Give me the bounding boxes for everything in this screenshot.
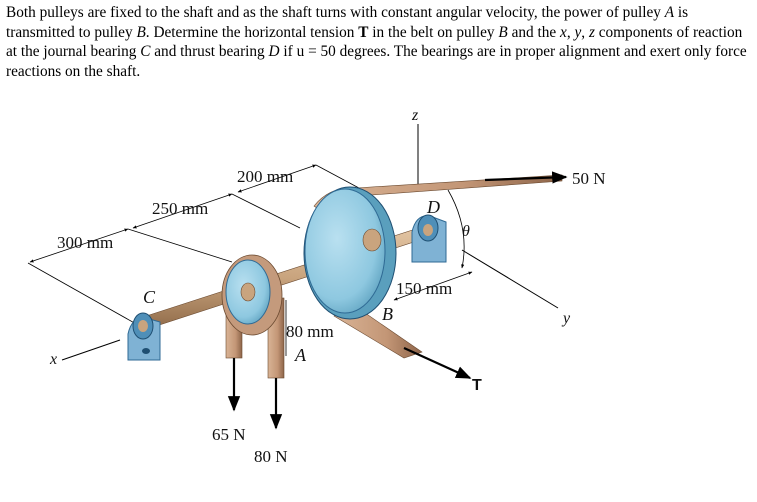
dim-250mm-label: 250 mm (152, 199, 208, 218)
x-axis-line (61, 339, 121, 361)
bearing-c-shaft-end (138, 320, 148, 332)
theta-arc (447, 189, 465, 269)
theta-label: θ (462, 223, 470, 240)
problem-text: components of reaction at the journal be… (6, 23, 743, 61)
problem-text: , (581, 23, 589, 41)
dim-line-200 (237, 164, 317, 193)
problem-pulley-b: B (136, 23, 146, 41)
axis-y-label: y (561, 310, 571, 327)
axis-z-label: z (411, 107, 419, 124)
bearing-d-label: D (426, 197, 440, 217)
ext-line (127, 228, 233, 263)
force-t-arrow (403, 346, 472, 380)
pulley-b (303, 186, 397, 320)
force-50n-arrow (484, 171, 568, 184)
problem-statement: Both pulleys are fixed to the shaft and … (6, 3, 751, 81)
axis-x-label: x (49, 351, 57, 368)
figure-labels: 300 mm 250 mm 200 mm 150 mm 80 mm 50 N 6… (49, 107, 606, 466)
dim-200mm-label: 200 mm (237, 167, 293, 186)
problem-text: . Determine the horizontal tension (145, 23, 359, 41)
problem-text: if u = 50 degrees. The bearings are in p… (6, 43, 747, 80)
force-t-label: T (472, 377, 482, 394)
pulley-b-disk (304, 188, 386, 314)
bearing-d-shaft-end (423, 224, 433, 236)
force-arrows (227, 171, 568, 430)
problem-text: and thrust bearing (150, 43, 269, 60)
pulley-a (221, 254, 285, 379)
force-65n-label: 65 N (212, 425, 246, 444)
problem-axis-x: x (560, 23, 567, 41)
bearing-d (411, 214, 447, 263)
bearing-c-bolt (142, 348, 150, 354)
axis-lines (61, 124, 559, 361)
problem-text: , (566, 23, 575, 41)
problem-axis-y: y (574, 23, 582, 41)
ext-line (231, 193, 301, 229)
problem-pulley-b: B (498, 23, 508, 41)
problem-bearing-d: D (268, 43, 280, 60)
pulley-a-hub (240, 282, 256, 302)
ext-line (27, 262, 139, 326)
problem-tension-symbol: T (358, 23, 369, 41)
problem-pulley-a: A (664, 4, 675, 21)
pulley-b-hub (362, 228, 382, 252)
dim-80mm-label: 80 mm (286, 322, 334, 341)
bearing-c-label: C (143, 287, 156, 307)
problem-text: is transmitted to pulley (6, 4, 689, 41)
problem-axis-z: z (588, 23, 595, 41)
force-80n-label: 80 N (254, 447, 288, 466)
pulley-a-label: A (294, 345, 307, 365)
dim-line-300 (29, 228, 129, 263)
problem-text: and the (507, 23, 561, 41)
bearing-c (127, 312, 161, 361)
problem-text: in the belt on pulley (368, 23, 499, 41)
force-50n-label: 50 N (572, 169, 606, 188)
dim-150mm-label: 150 mm (396, 279, 452, 298)
y-axis-line (461, 249, 559, 309)
pulley-b-label: B (382, 304, 393, 324)
dim-line-250 (132, 193, 233, 229)
problem-bearing-c: C (140, 43, 151, 60)
problem-text: Both pulleys are fixed to the shaft and … (6, 4, 665, 21)
dim-300mm-label: 300 mm (57, 233, 113, 252)
dim-line-150 (393, 271, 473, 301)
